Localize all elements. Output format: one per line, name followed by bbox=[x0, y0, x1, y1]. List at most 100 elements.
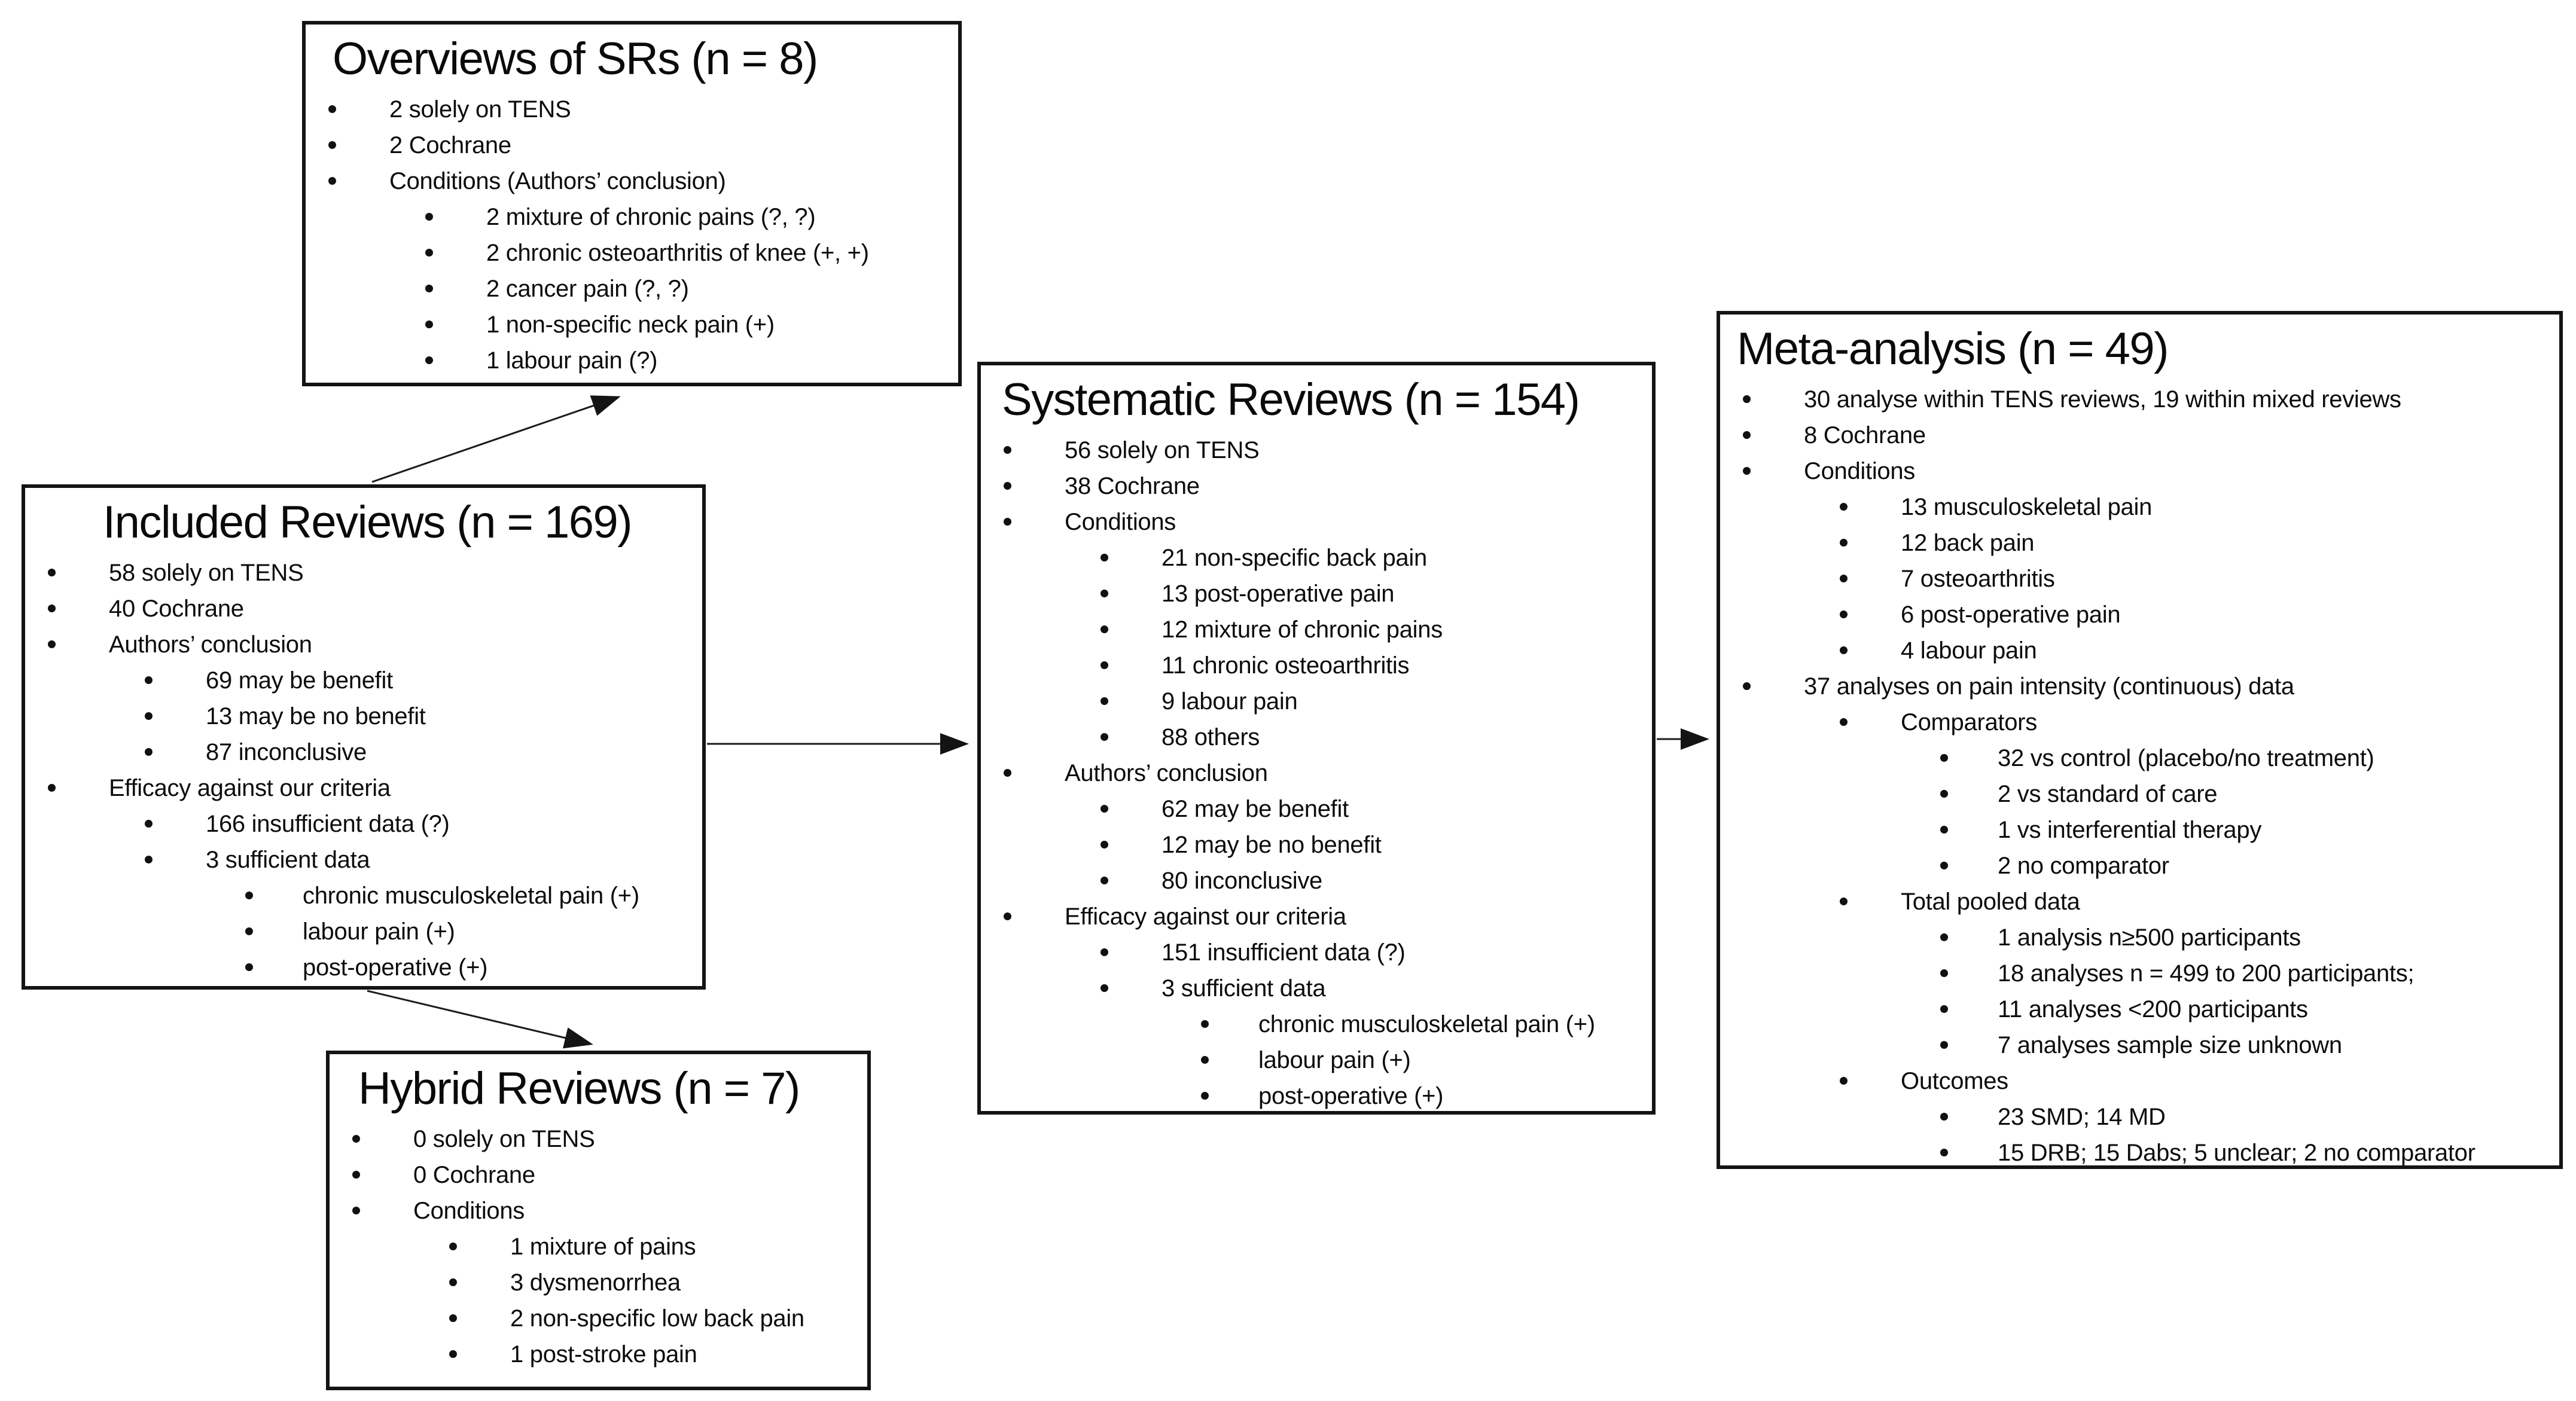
list-item: 69 may be benefit bbox=[25, 663, 702, 698]
item-text: Conditions (Authors’ conclusion) bbox=[389, 168, 726, 195]
list-item: 0 solely on TENS bbox=[330, 1121, 867, 1157]
item-text: 88 others bbox=[1162, 724, 1260, 751]
box-title-meta: Meta-analysis (n = 49) bbox=[1737, 323, 2169, 374]
bullet-icon bbox=[1840, 718, 1848, 727]
item-text: 2 non-specific low back pain bbox=[510, 1305, 804, 1332]
bullet-icon bbox=[48, 605, 56, 613]
item-text: 2 no comparator bbox=[1998, 853, 2169, 880]
bullet-icon bbox=[1743, 467, 1751, 475]
list-item: 40 Cochrane bbox=[25, 591, 702, 627]
list-item: 151 insufficient data (?) bbox=[981, 935, 1652, 970]
list-item: 11 chronic osteoarthritis bbox=[981, 648, 1652, 683]
list-item: 11 analyses <200 participants bbox=[1720, 991, 2559, 1027]
list-item: 30 analyse within TENS reviews, 19 withi… bbox=[1720, 381, 2559, 417]
bullet-icon bbox=[1201, 1056, 1209, 1064]
bullet-icon bbox=[1940, 790, 1948, 798]
list-item: Efficacy against our criteria bbox=[981, 899, 1652, 935]
bullet-icon bbox=[425, 213, 433, 221]
item-text: 2 Cochrane bbox=[389, 132, 511, 159]
bullet-icon bbox=[1940, 862, 1948, 870]
item-text: chronic musculoskeletal pain (+) bbox=[303, 883, 639, 909]
list-item: 1 post-stroke pain bbox=[330, 1336, 867, 1372]
item-text: 32 vs control (placebo/no treatment) bbox=[1998, 745, 2374, 772]
item-text: 56 solely on TENS bbox=[1065, 437, 1260, 464]
item-text: 1 mixture of pains bbox=[510, 1234, 696, 1260]
item-text: Authors’ conclusion bbox=[1065, 760, 1268, 787]
list-item: 62 may be benefit bbox=[981, 791, 1652, 827]
item-text: Outcomes bbox=[1901, 1068, 2008, 1095]
item-text: Conditions bbox=[1065, 509, 1176, 536]
bullet-icon bbox=[1840, 539, 1848, 547]
item-text: 1 analysis n≥500 participants bbox=[1998, 924, 2301, 951]
item-text: 62 may be benefit bbox=[1162, 796, 1349, 823]
list-item: 0 Cochrane bbox=[330, 1157, 867, 1193]
arrow-included-to-overviews bbox=[371, 395, 621, 483]
item-text: 11 analyses <200 participants bbox=[1998, 996, 2308, 1023]
bullet-icon bbox=[1940, 1113, 1948, 1121]
list-item: Conditions bbox=[981, 504, 1652, 540]
bullet-icon bbox=[1940, 1005, 1948, 1014]
box-title-hybrid: Hybrid Reviews (n = 7) bbox=[358, 1063, 800, 1114]
list-item: post-operative (+) bbox=[981, 1078, 1652, 1111]
list-item: 23 SMD; 14 MD bbox=[1720, 1099, 2559, 1135]
bullet-icon bbox=[1100, 877, 1108, 885]
bullet-icon bbox=[1004, 518, 1011, 526]
bullet-icon bbox=[352, 1135, 360, 1143]
list-item: 88 others bbox=[981, 719, 1652, 755]
list-item: Authors’ conclusion bbox=[25, 627, 702, 663]
item-text: 9 labour pain bbox=[1162, 688, 1298, 715]
list-item: 18 analyses n = 499 to 200 participants; bbox=[1720, 956, 2559, 991]
item-text: 2 solely on TENS bbox=[389, 96, 571, 123]
list-item: 1 mixture of pains bbox=[330, 1229, 867, 1265]
list-item: 2 no comparator bbox=[1720, 848, 2559, 884]
item-text: 12 back pain bbox=[1901, 530, 2035, 557]
item-text: 2 mixture of chronic pains (?, ?) bbox=[486, 204, 816, 231]
item-text: 2 cancer pain (?, ?) bbox=[486, 276, 689, 303]
list-item: 58 solely on TENS bbox=[25, 555, 702, 591]
bullet-icon bbox=[425, 321, 433, 329]
item-text: Conditions bbox=[1804, 458, 1916, 485]
list-item: 21 non-specific back pain bbox=[981, 540, 1652, 576]
list-item: Conditions bbox=[1720, 453, 2559, 489]
bullet-icon bbox=[1940, 969, 1948, 978]
bullet-icon bbox=[1840, 503, 1848, 511]
bullet-icon bbox=[1100, 805, 1108, 813]
bullet-icon bbox=[425, 249, 433, 257]
item-text: 1 non-specific neck pain (+) bbox=[486, 312, 775, 338]
item-text: 1 labour pain (?) bbox=[486, 347, 658, 374]
box-hybrid-reviews: Hybrid Reviews (n = 7) 0 solely on TENS 0… bbox=[326, 1051, 871, 1390]
item-text: 0 Cochrane bbox=[413, 1162, 535, 1189]
item-text: 2 chronic osteoarthritis of knee (+, +) bbox=[486, 240, 869, 267]
item-text: Comparators bbox=[1901, 709, 2037, 736]
item-text: 15 DRB; 15 Dabs; 5 unclear; 2 no compara… bbox=[1998, 1140, 2476, 1167]
bullet-icon bbox=[1100, 661, 1108, 670]
bullet-icon bbox=[425, 356, 433, 365]
item-text: 151 insufficient data (?) bbox=[1162, 939, 1406, 966]
bullet-icon bbox=[1743, 431, 1751, 439]
box-meta-analysis: Meta-analysis (n = 49) 30 analyse within… bbox=[1717, 311, 2563, 1169]
bullet-icon bbox=[328, 141, 336, 149]
arrow-included-to-hybrid bbox=[367, 990, 593, 1049]
item-text: 3 sufficient data bbox=[206, 847, 370, 874]
box-title-included: Included Reviews (n = 169) bbox=[103, 497, 633, 548]
box-title-overviews: Overviews of SRs (n = 8) bbox=[333, 33, 818, 84]
list-item: 12 back pain bbox=[1720, 525, 2559, 561]
bullet-icon bbox=[1100, 554, 1108, 562]
item-text: Total pooled data bbox=[1901, 889, 2080, 915]
bullet-icon bbox=[328, 105, 336, 114]
bullet-icon bbox=[1004, 482, 1011, 490]
item-text: 166 insufficient data (?) bbox=[206, 811, 450, 838]
list-item: 32 vs control (placebo/no treatment) bbox=[1720, 740, 2559, 776]
item-text: 2 vs standard of care bbox=[1998, 781, 2218, 808]
list-item: Comparators bbox=[1720, 704, 2559, 740]
list-item: 12 may be no benefit bbox=[981, 827, 1652, 863]
list-item: Efficacy against our criteria bbox=[25, 770, 702, 806]
bullet-icon bbox=[1743, 682, 1751, 691]
list-item: 2 Cochrane bbox=[306, 127, 958, 163]
bullet-icon bbox=[352, 1207, 360, 1215]
item-text: labour pain (+) bbox=[303, 918, 455, 945]
item-text: Authors’ conclusion bbox=[109, 631, 312, 658]
list-item: 166 insufficient data (?) bbox=[25, 806, 702, 842]
